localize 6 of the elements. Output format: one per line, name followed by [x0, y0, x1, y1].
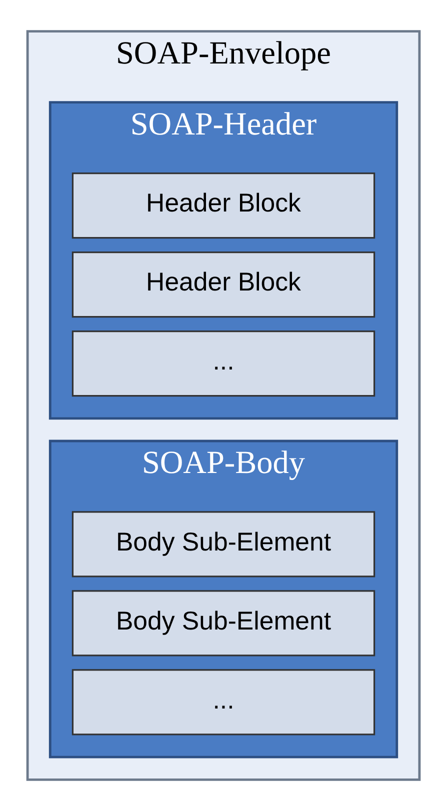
node-box: ...	[72, 668, 376, 735]
node-box: Header Block	[72, 172, 376, 238]
node-box: ...	[72, 330, 376, 396]
node-box: Header Block	[72, 250, 376, 318]
node-box: Body Sub-Element	[72, 590, 376, 656]
node-box: Body Sub-Element	[72, 510, 376, 577]
